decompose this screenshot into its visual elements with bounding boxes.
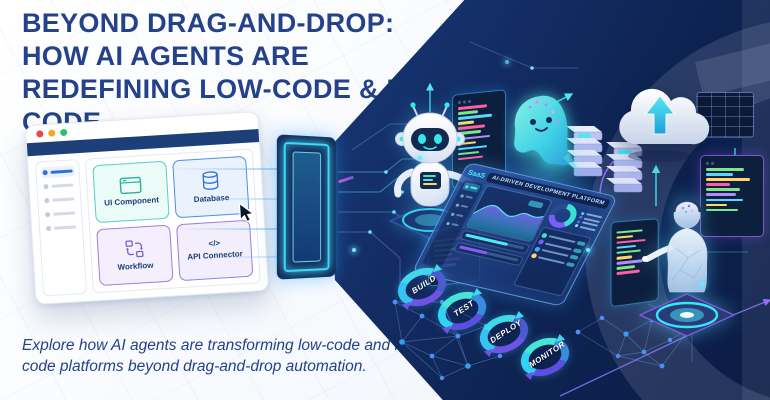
minimize-dot-icon bbox=[48, 129, 56, 137]
card-workflow: Workflow bbox=[96, 224, 174, 287]
portal-light-ray bbox=[190, 198, 278, 200]
component-palette: UI Component Database bbox=[84, 148, 261, 294]
builder-sidebar bbox=[34, 159, 88, 297]
card-database: Database bbox=[172, 155, 255, 223]
card-label: UI Component bbox=[104, 195, 160, 208]
glow-dot bbox=[505, 60, 509, 64]
tagline-text: Explore how AI agents are transforming l… bbox=[22, 337, 417, 375]
sidebar-item bbox=[41, 179, 76, 192]
glow-dot bbox=[586, 248, 590, 252]
lowcode-builder-window: UI Component Database bbox=[24, 111, 270, 305]
sidebar-item bbox=[44, 221, 79, 234]
glow-dot bbox=[700, 282, 704, 286]
server-stack-icon bbox=[566, 126, 643, 193]
code-editor-panel bbox=[700, 155, 764, 237]
digital-portal bbox=[276, 134, 336, 280]
portal-light-ray bbox=[168, 168, 278, 170]
ai-ghost-icon bbox=[514, 95, 581, 176]
glow-dot bbox=[418, 156, 422, 160]
card-label: Workflow bbox=[117, 260, 154, 273]
database-icon bbox=[202, 171, 219, 190]
window-icon bbox=[119, 177, 142, 195]
chart-legend bbox=[574, 210, 604, 233]
data-grid-panel bbox=[696, 92, 754, 138]
workflow-icon bbox=[125, 240, 144, 258]
code-brackets-icon: </> bbox=[208, 238, 221, 249]
page-title: BEYOND DRAG-AND-DROP: HOW AI AGENTS ARE … bbox=[22, 8, 437, 137]
cloud-upload-icon bbox=[619, 88, 710, 162]
card-ui-component: UI Component bbox=[92, 160, 170, 223]
ai-dashboard-panel: SaaS AI-DRIVEN DEVELOPMENT PLATFORM bbox=[411, 162, 619, 307]
glow-dot bbox=[352, 248, 356, 252]
sidebar-item bbox=[43, 207, 78, 220]
sidebar-item bbox=[42, 193, 77, 206]
dashboard-brand: SaaS bbox=[466, 169, 487, 180]
maximize-dot-icon bbox=[60, 128, 68, 137]
sidebar-item-active bbox=[40, 165, 75, 179]
mouse-cursor-icon bbox=[238, 201, 255, 223]
area-chart bbox=[465, 184, 554, 243]
portal-light-ray bbox=[200, 256, 278, 258]
android-robot-icon bbox=[639, 198, 735, 337]
window-traffic-lights bbox=[36, 128, 68, 138]
portal-light-ray bbox=[176, 228, 278, 230]
pipeline-stage-monitor: MONITOR bbox=[515, 330, 576, 384]
close-dot-icon bbox=[36, 130, 44, 138]
